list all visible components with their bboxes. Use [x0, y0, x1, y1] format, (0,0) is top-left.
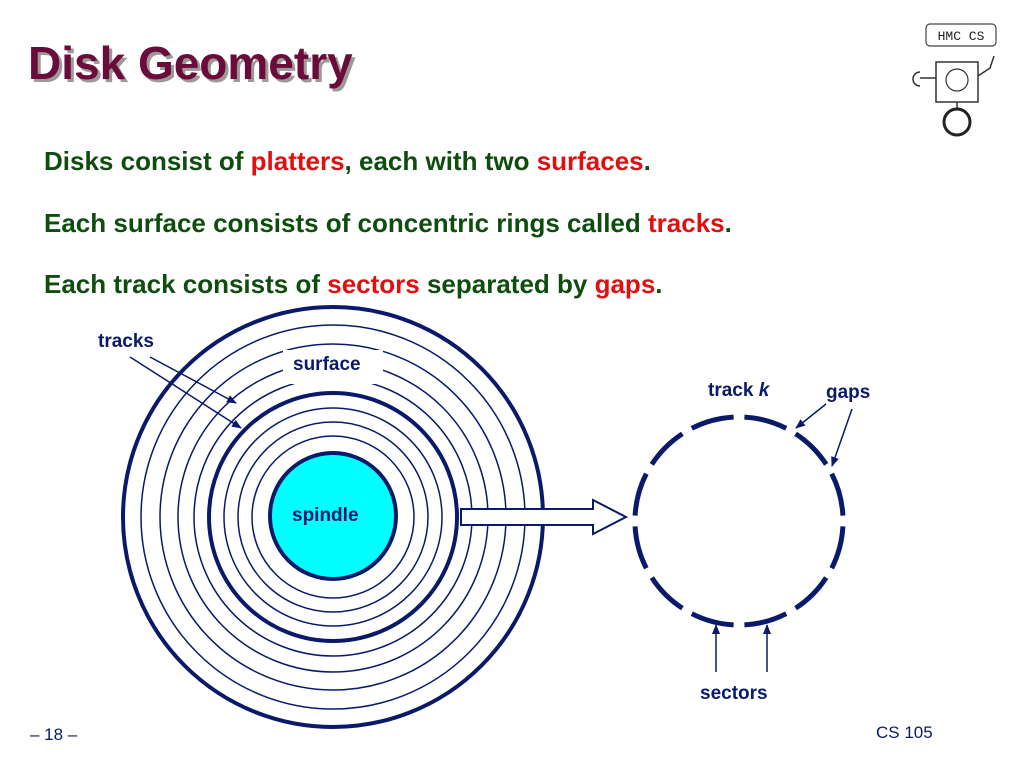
track-k: [632, 414, 846, 628]
logo-banner: [925, 23, 997, 47]
bullet-3-text-1: Each track consists of: [44, 269, 328, 299]
bullet-2-text-2: .: [724, 208, 732, 238]
spindle: [268, 451, 398, 581]
surface-label-bg: [283, 350, 383, 384]
sector-7: [690, 611, 734, 628]
sector-12: [690, 414, 734, 431]
sector-4: [829, 526, 846, 570]
sector-11: [649, 431, 684, 466]
sector-8: [649, 576, 684, 611]
bullet-1-text-3: .: [643, 146, 651, 176]
sector-10: [632, 472, 649, 516]
sector-6: [744, 611, 788, 628]
tracks-arrow-2: [129, 356, 242, 429]
track-k-label: track k: [708, 381, 769, 400]
track-k-label-text: track: [708, 380, 759, 401]
logo-robot-body: [935, 61, 979, 103]
bullet-3-text-2: separated by: [419, 269, 595, 299]
bullet-1: Disks consist of platters, each with two…: [44, 148, 651, 174]
bullet-3-text-3: .: [655, 269, 663, 299]
term-gaps: gaps: [594, 269, 656, 299]
sectors-label: sectors: [700, 683, 768, 704]
spindle-label: spindle: [292, 505, 359, 526]
page-number: – 18 –: [30, 725, 78, 744]
logo-robot-arm-right: [977, 55, 995, 77]
sector-5: [794, 576, 829, 611]
gaps-arrow-1: [795, 403, 827, 429]
tracks-arrow-1: [149, 356, 237, 404]
track-k-label-var: k: [758, 380, 770, 401]
term-tracks: tracks: [648, 208, 725, 238]
logo-robot-arm-left: [912, 71, 936, 87]
tracks-label: tracks: [98, 331, 154, 352]
logo-robot-wheel: [942, 107, 972, 137]
term-sectors: sectors: [327, 269, 420, 299]
logo-robot-dial: [945, 68, 969, 92]
track-ring-8: [251, 435, 415, 599]
gaps-arrow-2: [831, 408, 853, 467]
sector-3: [829, 472, 846, 516]
sector-2: [794, 431, 829, 466]
zoom-arrow: [460, 498, 629, 536]
track-ring-6: [223, 407, 443, 627]
term-surfaces: surfaces: [536, 146, 644, 176]
course-label: CS 105: [876, 723, 933, 742]
bullet-1-text-2: , each with two: [344, 146, 537, 176]
term-platters: platters: [250, 146, 345, 176]
surface-label: surface: [293, 354, 361, 375]
bullet-3: Each track consists of sectors separated…: [44, 271, 663, 297]
sector-9: [632, 526, 649, 570]
bullet-2-text-1: Each surface consists of concentric ring…: [44, 208, 648, 238]
hmc-cs-logo: HMC CS: [912, 23, 997, 137]
slide-title: Disk Geometry: [28, 37, 353, 89]
bullet-1-text-1: Disks consist of: [44, 146, 251, 176]
track-ring-5: [207, 391, 459, 643]
logo-text: HMC CS: [938, 29, 985, 44]
sector-1: [744, 414, 788, 431]
bullet-2: Each surface consists of concentric ring…: [44, 210, 732, 236]
gaps-label: gaps: [826, 382, 871, 403]
track-ring-7: [237, 421, 429, 613]
